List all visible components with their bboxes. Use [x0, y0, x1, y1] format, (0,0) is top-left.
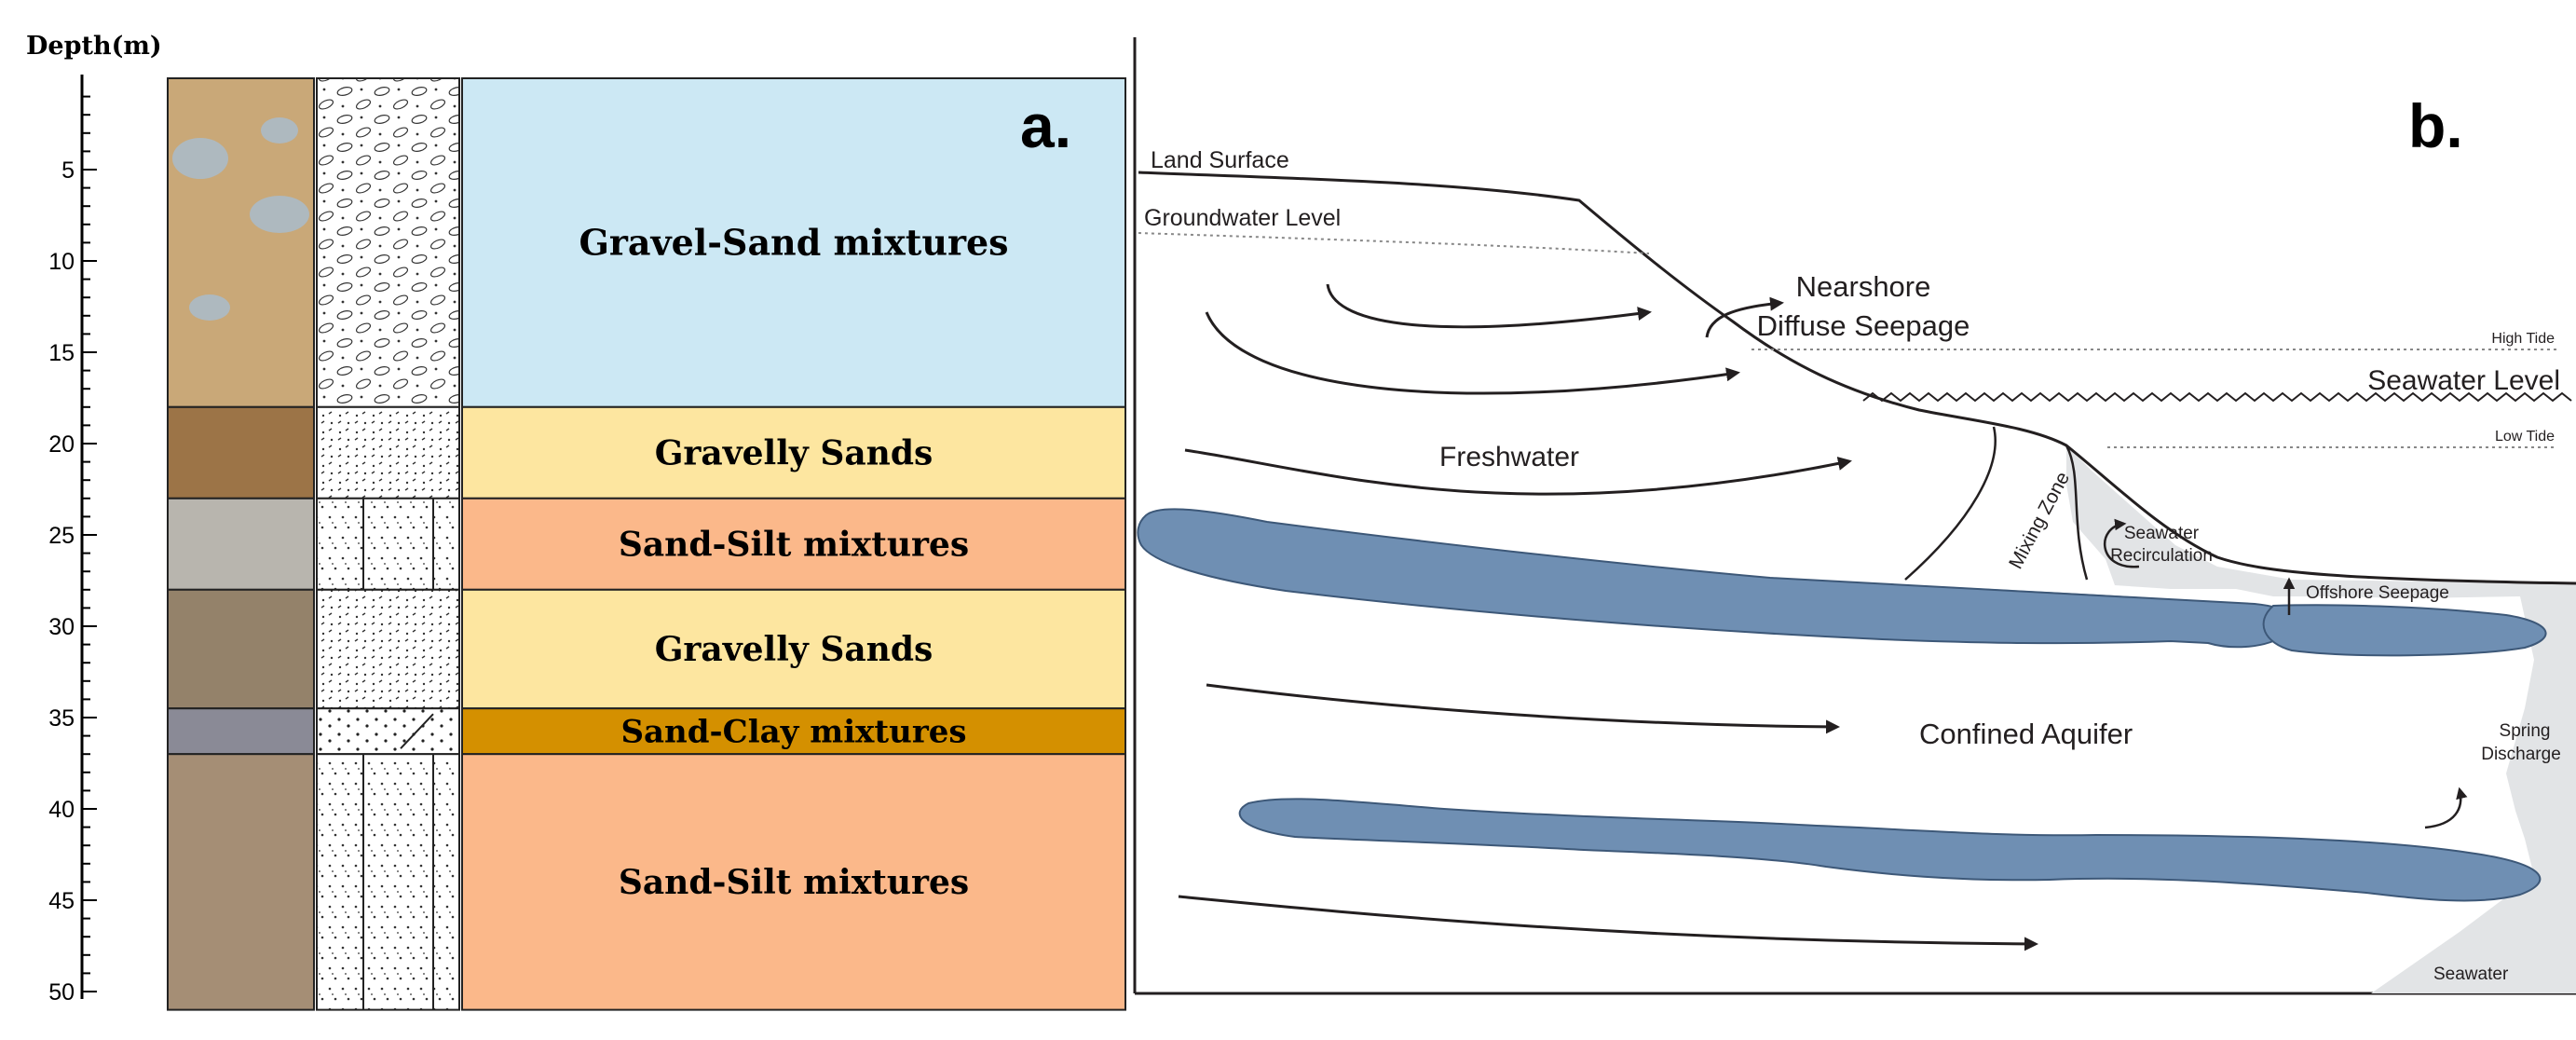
panel-b-label: b.	[2408, 91, 2463, 160]
lithology-pattern	[316, 707, 460, 756]
spring-label-line1: Spring	[2500, 721, 2551, 741]
upper-aquitard	[1137, 508, 2295, 649]
layer-box	[461, 753, 1126, 1011]
lithology-pattern	[316, 753, 460, 1011]
recirculation-label-line2: Recirculation	[2110, 546, 2213, 566]
flow-arrow-1	[1326, 283, 1652, 329]
layer-label: Sand-Silt mixtures	[619, 525, 969, 564]
lithology-pattern-column	[316, 77, 460, 1011]
panel-b: Land Surface Groundwater Level Nearshore…	[1133, 37, 2576, 995]
core-photo-column	[167, 77, 315, 1011]
depth-axis-title: Depth(m)	[26, 32, 162, 61]
high-tide-label: High Tide	[2491, 331, 2555, 347]
seawater-level-wave	[1862, 391, 2572, 403]
depth-tick-label: 35	[48, 705, 75, 732]
spring-discharge-arrow	[2424, 787, 2468, 829]
lithology-pattern	[316, 405, 460, 499]
mixing-zone-label: Mixing Zone	[2005, 469, 2074, 573]
spring-label-line2: Discharge	[2481, 745, 2561, 764]
depth-tick-label: 45	[48, 888, 75, 914]
core-cobble	[172, 138, 228, 179]
seawater-wedge-boundary	[2065, 445, 2089, 581]
recirculation-label-line1: Seawater	[2124, 524, 2200, 543]
land-surface-label: Land Surface	[1151, 147, 1289, 173]
core-cobble	[189, 294, 230, 321]
flow-arrow-confined	[1206, 683, 1840, 734]
depth-tick-label: 10	[48, 249, 75, 275]
lithology-divider	[400, 713, 434, 749]
layer-label: Sand-Clay mixtures	[620, 714, 966, 751]
core-photo-segment	[167, 497, 315, 591]
lower-aquitard	[1238, 798, 2542, 902]
nearshore-label-line2: Diffuse Seepage	[1757, 309, 1970, 342]
confined-aquifer-label: Confined Aquifer	[1919, 718, 2133, 750]
depth-tick-label: 30	[48, 614, 75, 640]
core-cobble	[261, 117, 298, 144]
layer-label: Gravelly Sands	[655, 630, 934, 669]
core-photo-segment	[167, 707, 315, 756]
layer-box	[461, 707, 1126, 756]
low-tide-label: Low Tide	[2495, 429, 2555, 445]
nearshore-label-line1: Nearshore	[1796, 270, 1931, 303]
offshore-seepage-label: Offshore Seepage	[2306, 583, 2449, 603]
lithology-pattern	[316, 588, 460, 710]
layer-box	[461, 588, 1126, 710]
depth-tick-label: 50	[48, 979, 75, 1006]
recirculation-arrow	[2104, 518, 2140, 568]
mixing-zone-boundary	[1904, 426, 1997, 581]
groundwater-level-label: Groundwater Level	[1144, 205, 1341, 231]
nearshore-seepage-arrow	[1705, 296, 1784, 338]
offshore-aquitard	[2262, 604, 2547, 657]
depth-tick-label: 15	[48, 340, 75, 366]
core-photo-segment	[167, 753, 315, 1011]
depth-tick-label: 20	[48, 431, 75, 458]
lithology-pattern	[316, 77, 460, 408]
seawater-wedge	[2066, 445, 2576, 993]
layer-label: Gravel-Sand mixtures	[579, 222, 1008, 264]
layer-box	[461, 77, 1126, 408]
seawater-label: Seawater	[2433, 965, 2509, 984]
groundwater-level-line	[1138, 232, 1650, 254]
layer-box	[461, 497, 1126, 591]
core-cobble	[250, 196, 309, 233]
core-photo-segment	[167, 588, 315, 710]
layer-label: Sand-Silt mixtures	[619, 863, 969, 902]
seawater-level-label: Seawater Level	[2367, 365, 2560, 396]
flow-arrow-deep	[1178, 895, 2038, 951]
freshwater-label: Freshwater	[1439, 442, 1579, 472]
flow-arrow-3	[1184, 448, 1852, 496]
layer-box	[461, 405, 1126, 499]
depth-ticks: 5 10 15 20 25 30 35 40 45 50	[48, 95, 97, 1006]
land-surface-line	[1138, 171, 2576, 585]
depth-tick-label: 5	[61, 157, 75, 184]
panel-a: Depth(m) 5 10 15 20 25 30 35 40 45 50 Gravel-Sand…	[26, 32, 1126, 1011]
core-photo-segment	[167, 405, 315, 499]
panel-a-label: a.	[1020, 91, 1071, 160]
depth-tick-label: 25	[48, 523, 75, 549]
lithology-pattern	[316, 497, 460, 591]
flow-arrow-2	[1205, 311, 1740, 395]
layer-label: Gravelly Sands	[655, 433, 934, 472]
depth-tick-label: 40	[48, 797, 75, 823]
